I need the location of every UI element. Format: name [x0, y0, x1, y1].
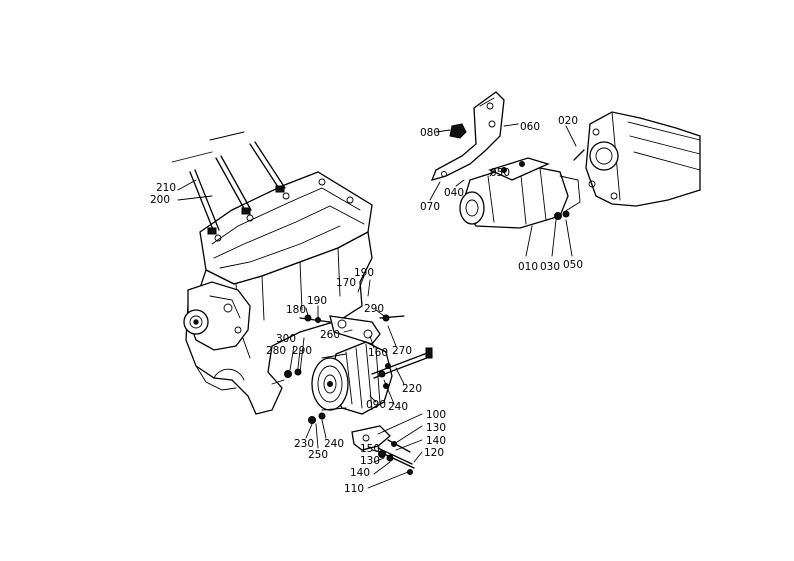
adjusting-strap — [299, 314, 405, 345]
callout-260: 260 — [320, 329, 340, 341]
callout-270: 270 — [392, 345, 412, 357]
pivot-bolt — [371, 347, 433, 379]
callout-190-lower: 190 — [307, 295, 327, 307]
callout-050-lower: 050 — [563, 259, 583, 271]
callout-250: 250 — [308, 449, 328, 461]
callout-030: 030 — [540, 261, 560, 273]
washers-lower — [271, 368, 326, 424]
callout-240-lower: 240 — [324, 438, 344, 450]
callout-230: 230 — [294, 438, 314, 450]
callout-240-upper: 240 — [388, 401, 408, 413]
lower-bracket — [351, 425, 415, 475]
callout-120: 120 — [424, 447, 444, 459]
callout-290-left: 290 — [292, 345, 312, 357]
callout-040: 040 — [444, 187, 464, 199]
callout-140-upper: 140 — [426, 435, 446, 447]
starter-bracket — [430, 91, 505, 181]
callout-180: 180 — [286, 304, 306, 316]
callout-290-right: 290 — [364, 303, 384, 315]
callout-220: 220 — [402, 383, 422, 395]
callout-050-upper: 050 — [490, 167, 510, 179]
callout-150: 150 — [360, 443, 380, 455]
glow-plugs — [171, 131, 286, 235]
callout-110: 110 — [344, 483, 364, 495]
callout-190-upper: 190 — [354, 267, 374, 279]
callout-090: 090 — [366, 399, 386, 411]
callout-080: 080 — [420, 127, 440, 139]
callout-170: 170 — [336, 277, 356, 289]
callout-100: 100 — [426, 409, 446, 421]
callout-labels: 210 200 080 060 020 050 040 070 010 030 … — [150, 115, 583, 495]
starter-studs — [554, 149, 585, 220]
callout-280: 280 — [266, 345, 286, 357]
callout-060: 060 — [520, 121, 540, 133]
callout-160: 160 — [368, 347, 388, 359]
leader-lines — [177, 123, 577, 489]
flywheel-housing — [585, 111, 701, 207]
callout-140-lower: 140 — [350, 467, 370, 479]
callout-070: 070 — [420, 201, 440, 213]
callout-010: 010 — [518, 261, 538, 273]
callout-300: 300 — [276, 333, 296, 345]
callout-130-upper: 130 — [426, 422, 446, 434]
callout-020: 020 — [558, 115, 578, 127]
starter-motor — [459, 157, 581, 229]
engine-block — [183, 171, 373, 415]
callout-200: 200 — [150, 194, 170, 206]
callout-210: 210 — [156, 182, 176, 194]
alternator — [311, 341, 393, 415]
callout-130-lower: 130 — [360, 455, 380, 467]
